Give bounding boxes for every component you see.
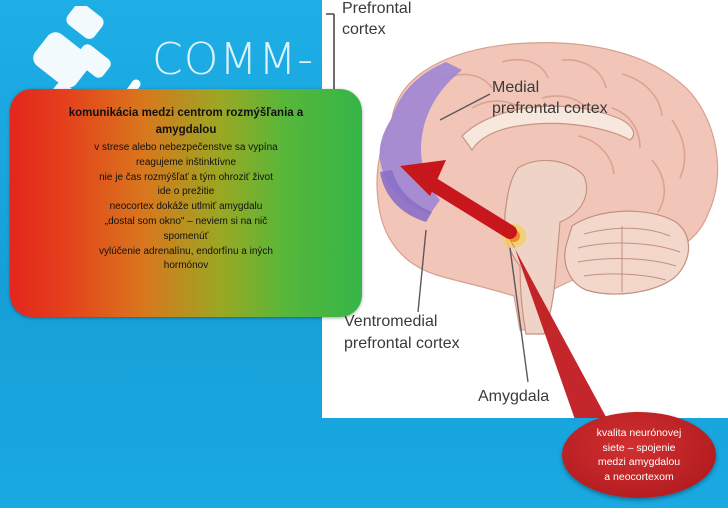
label-ventromedial-1: Ventromedial (344, 312, 437, 332)
info-title: komunikácia medzi centrom rozmýšľania a … (28, 105, 344, 139)
info-line: reagujeme inštinktívne (34, 156, 338, 171)
info-line: „dostal som okno" – neviem si na nič (34, 215, 338, 230)
info-line: neocortex dokáže utlmiť amygdalu (34, 200, 338, 215)
info-line: v strese alebo nebezpečenstve sa vypína (34, 141, 338, 156)
callout-line: medzi amygdalou (598, 455, 680, 470)
label-ventromedial-2: prefrontal cortex (344, 334, 460, 354)
info-line: vylúčenie adrenalínu, endorfínu a iných (34, 245, 338, 260)
callout-bubble: kvalita neurónovej siete – spojenie medz… (562, 412, 716, 498)
brain-illustration (322, 0, 728, 418)
brain-illustration-panel: Prefrontal cortex Medial prefrontal cort… (322, 0, 728, 418)
info-line: hormónov (34, 259, 338, 274)
info-title-line-1: komunikácia medzi centrom rozmýšľania a (69, 107, 304, 119)
logo-text: COMM- (152, 34, 314, 85)
info-line: nie je čas rozmýšľať a tým ohroziť život (34, 171, 338, 186)
label-amygdala: Amygdala (478, 387, 549, 407)
label-prefrontal-cortex-2: cortex (342, 20, 386, 40)
callout-line: kvalita neurónovej (597, 426, 682, 441)
info-line: spomenúť (34, 230, 338, 245)
callout-line: a neocortexom (604, 470, 673, 485)
info-box: komunikácia medzi centrom rozmýšľania a … (10, 89, 362, 317)
info-title-line-2: amygdalou (156, 124, 217, 136)
label-medial-2: prefrontal cortex (492, 99, 608, 119)
callout-line: siete – spojenie (603, 441, 676, 456)
label-prefrontal-cortex-1: Prefrontal (342, 0, 411, 19)
label-medial-1: Medial (492, 78, 539, 98)
info-line: ide o prežitie (34, 185, 338, 200)
